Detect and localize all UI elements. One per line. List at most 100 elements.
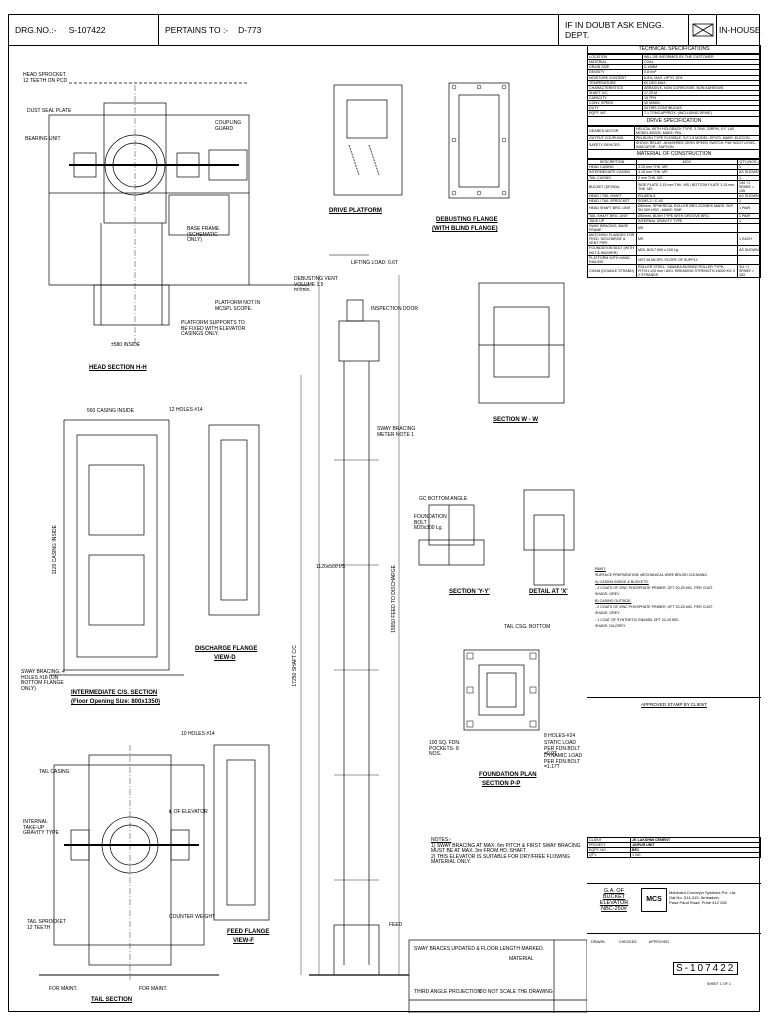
moc-cell: 144 +1 SPARE = 145: [737, 179, 761, 195]
moc-row: CHAIN (DOUBLE STRAND)ROLLER STEEL, YAWAR…: [587, 263, 761, 279]
paint-line-4: SHADE: GREY.: [595, 592, 621, 597]
section-y-drawing: [418, 504, 485, 566]
moc-cell: SIDE PLATE 3.15 mm THK. MS / BOTTOM PLAT…: [636, 179, 738, 195]
moc-cell: MATCHING FLANGES FOR FEED, DISCHARGE & V…: [587, 231, 637, 247]
dust-seal-label: DUST SEAL PLATE: [27, 108, 72, 114]
paint-line-1: SURFACE PREPARATION: MECHANICAL WIRE BRU…: [595, 573, 708, 578]
drive-spec-cell: SAFETY DEVICES: [587, 139, 635, 151]
head-sprocket-teeth-label: 12 TEETH ON PCD: [23, 78, 68, 84]
bearing-unit-label: BEARING UNIT: [25, 136, 61, 142]
drive-platform-drawing: [333, 84, 403, 196]
holes-10-label: 10 HOLES #14: [181, 731, 215, 737]
tech-spec-cell: EQPT. WT.: [587, 110, 643, 117]
doubt-text: IF IN DOUBT ASK ENGG. DEPT.: [565, 20, 665, 40]
company-addr-1: Gat No. 314-315, Ambadvet,: [669, 895, 720, 901]
material-label: MATERIAL: [509, 956, 534, 962]
title-box: G.A. OF BUCKET ELEVATOR NBC-250# MCS Mah…: [587, 883, 761, 934]
counter-weight-label: COUNTER WEIGHT: [169, 914, 216, 920]
title-line-3: NBC-250#: [601, 906, 627, 912]
drive-spec-cell: GEARED MOTOR: [587, 125, 635, 136]
coupling-guard-label: COUPLING GUARD: [215, 120, 242, 132]
drive-platform-title: DRIVE PLATFORM: [329, 208, 382, 214]
paint-line-5: B) CASING OUTSIDE:: [595, 598, 632, 603]
title-line-1: G.A. OF: [603, 888, 625, 894]
moc-cell: MS: [636, 222, 738, 234]
moc-cell: NOT IN MCSPL SCOPE OF SUPPLY: [636, 254, 738, 265]
feed-flange-subtitle: VIEW-F: [233, 938, 254, 944]
section-y-title: SECTION 'Y-Y': [449, 589, 490, 595]
intermediate-title: INTERMEDIATE C/S. SECTION: [71, 690, 158, 696]
internal-takeup-label: INTERNAL TAKE-UP GRAVITY TYPE: [23, 819, 59, 836]
foundation-plan-subtitle: SECTION P-P: [482, 781, 521, 787]
static-load-label: STATIC LOAD PER FDN.BOLT =0.9T: [544, 740, 580, 757]
detail-x-drawing: [523, 489, 575, 586]
checked-label: CHECKED: [619, 940, 637, 944]
drawing-sheet: DRG.NO.:- S-107422 PERTAINS TO :- D-773 …: [8, 14, 761, 1013]
tail-csg-bottom-label: TAIL CSG. BOTTOM: [504, 624, 551, 630]
tech-spec-row: EQPT. WT.7.1 TONS APPROX. (INCLUDING DRI…: [587, 110, 761, 117]
approved-label: APPROVED: [649, 940, 669, 944]
doubt-cell: IF IN DOUBT ASK ENGG. DEPT.: [559, 15, 689, 45]
gc-bottom-label: GC BOTTOM ANGLE: [419, 496, 468, 502]
tail-section-title: TAIL SECTION: [91, 997, 133, 1003]
moc-row: FOUNDATION BOLT (WITH NUT & WASHER)M20, …: [587, 245, 761, 256]
holes-14-label: 12 HOLES #14: [169, 407, 203, 413]
detail-x-title: DETAIL AT 'X': [529, 589, 568, 595]
pertains-cell: PERTAINS TO :- D-773: [159, 15, 559, 45]
paint-line-3: - 2 COATS OF ZINC PHOSPHATE PRIMER, DFT …: [595, 586, 713, 591]
platform-not-label: PLATFORM NOT IN MCSPL SCOPE.: [215, 300, 261, 312]
lifting-load-label: LIFTING LOAD: 0.6T: [351, 260, 398, 266]
drg-no-cell: DRG.NO.:- S-107422: [9, 15, 159, 45]
inhouse-text: IN-HOUSE: [719, 25, 761, 35]
moc-cell: 3/4 +1 SPARE = 183: [737, 263, 761, 279]
intermediate-subtitle: (Floor Opening Size: 800x1350): [71, 699, 161, 705]
moc-cell: PLATFORM WITH HAND RAILING: [587, 254, 637, 265]
title-line-2: BUCKET ELEVATOR: [599, 894, 629, 906]
drawing-svg: [39, 82, 587, 1013]
casing-inside-1120-label: 1120 CASING INSIDE: [52, 525, 58, 575]
company-logo: MCS: [641, 888, 667, 912]
moc-cell: ROLLER STEEL, YAWARA BUSHED ROLLER TYPE,…: [636, 263, 738, 279]
header-strip: DRG.NO.:- S-107422 PERTAINS TO :- D-773 …: [9, 15, 761, 46]
title-drg-no: S-107422: [673, 962, 739, 975]
foundation-plan-drawing: [463, 649, 540, 731]
discharge-flange-subtitle: VIEW-D: [214, 655, 236, 661]
notes-title: NOTES:-: [431, 837, 452, 843]
qty-value: 1 NO.: [630, 852, 761, 858]
platform-supports-label: PLATFORM SUPPORTS TO BE FIXED WITH ELEVA…: [181, 320, 246, 337]
elevator-column-drawing: [300, 254, 409, 976]
tech-spec-title: TECHNICAL SPECIFICATIONS: [587, 45, 761, 54]
paint-line-2: A) CASING INSIDE & BUCKETS:: [595, 579, 649, 584]
discharge-flange-title: DISCHARGE FLANGE: [195, 646, 258, 652]
drive-spec-title: DRIVE SPECIFICATION: [587, 116, 761, 126]
tail-sprocket-label: TAIL SPROCKET 12 TEETH: [27, 919, 66, 931]
inspection-door-label: INSPECTION DOOR: [371, 306, 418, 312]
drawn-label: DRAWN: [591, 940, 605, 944]
dynamic-load-label: DYNAMIC LOAD PER FDN.BOLT =1.17T: [544, 753, 583, 770]
moc-cell: HEAD / TAIL SPROCKET: [587, 198, 637, 205]
section-w-drawing: [478, 282, 565, 404]
holes-24-label: 8 HOLES-#24: [544, 733, 576, 739]
moc-cell: BUCKET (DF250x): [587, 179, 637, 195]
head-sprocket-label: HEAD SPROCKET: [23, 72, 66, 78]
stamp-box: APPROVED STAMP BY CLIENT: [587, 697, 761, 838]
crossed-box: [689, 15, 717, 45]
not-scale-text: DO NOT SCALE THE DRAWING: [479, 989, 553, 995]
moc-cell: MS: [636, 231, 738, 247]
feed-ref-label: FEED: [389, 922, 403, 928]
tail-section-drawing: [39, 745, 219, 980]
paint-line-6: - 2 COATS OF ZINC PHOSPHATE PRIMER, DFT …: [595, 605, 713, 610]
debusting-flange-drawing: [448, 82, 510, 199]
elevator-cl-label: ℄ OF ELEVATOR: [169, 809, 208, 815]
debusting-vent-label: DEBUSTING VENT VOLUME 1.5 m³/min.: [294, 276, 338, 293]
moc-cell: 1 PAIR: [737, 212, 761, 219]
moc-cell: HEAD SHAFT BRG. UNIT: [587, 203, 637, 214]
